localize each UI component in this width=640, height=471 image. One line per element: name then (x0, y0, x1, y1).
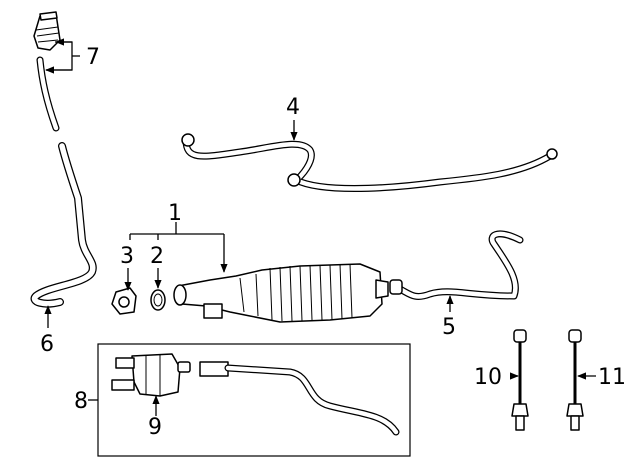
part-9-purge-pump (111, 353, 191, 397)
leader-1 (129, 222, 228, 273)
part-7-hose (36, 56, 60, 132)
part-10-sensor (511, 329, 529, 431)
part-1-canister (173, 263, 389, 323)
callout-11: 11 (598, 365, 626, 390)
part-3-valve (111, 287, 137, 315)
callout-2: 2 (150, 244, 164, 269)
callout-6: 6 (40, 332, 54, 357)
callout-8: 8 (74, 389, 88, 414)
callout-3: 3 (120, 244, 134, 269)
part-8-hose (199, 361, 400, 436)
callout-1: 1 (168, 201, 182, 226)
callout-4: 4 (286, 95, 300, 120)
callout-5: 5 (442, 315, 456, 340)
callout-9: 9 (148, 415, 162, 440)
callout-10: 10 (474, 365, 502, 390)
callout-7: 7 (86, 45, 100, 70)
part-7-vent-filter (33, 11, 61, 51)
leader-7 (45, 38, 80, 74)
part-4-vapor-line (181, 133, 558, 192)
part-5-tube (389, 230, 524, 300)
part-6-hose (30, 142, 97, 308)
part-2-o-ring (150, 289, 166, 311)
part-11-sensor (566, 329, 584, 431)
